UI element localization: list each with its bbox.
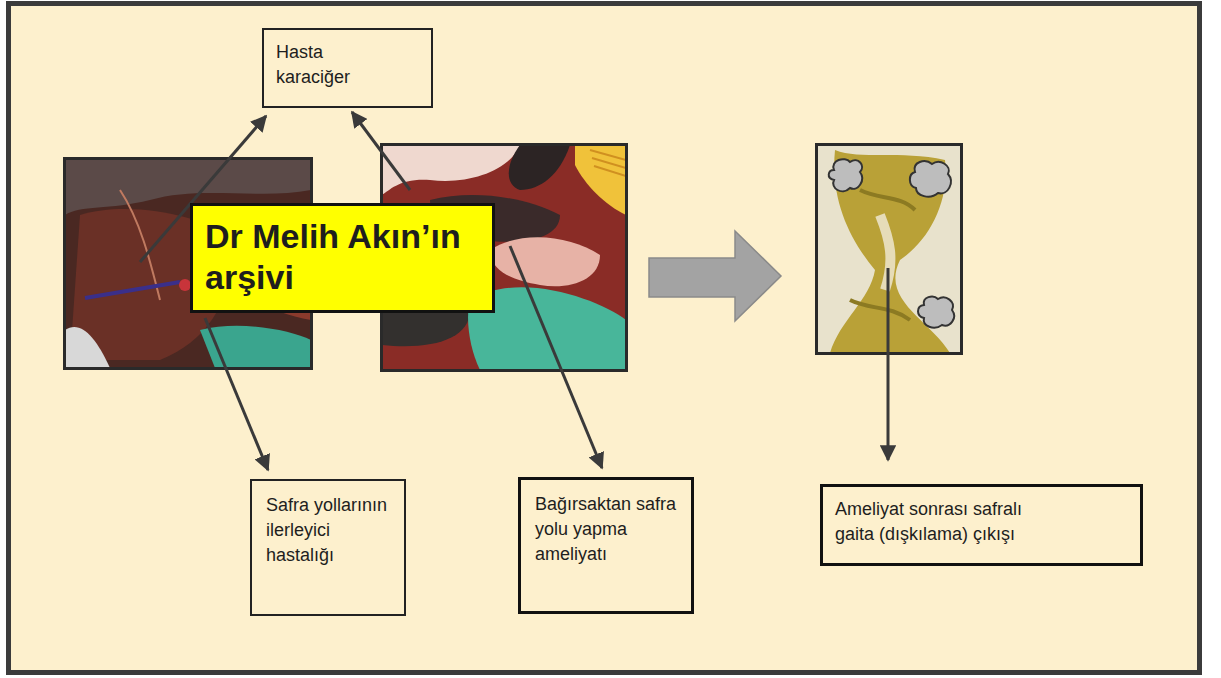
intestine	[490, 237, 600, 286]
stool-texture	[850, 190, 915, 320]
instrument	[65, 327, 110, 368]
leader-arrow	[352, 112, 410, 190]
retractor	[575, 145, 626, 215]
gauze	[382, 145, 520, 195]
suture	[85, 282, 180, 298]
process-arrow	[649, 231, 781, 321]
leader-arrow	[205, 318, 268, 470]
watermark-text: Dr Melih Akın’ın arşivi	[205, 216, 480, 298]
label-box: Hasta karaciğer	[262, 28, 433, 108]
privacy-blob	[910, 161, 951, 196]
label-text: Hasta karaciğer	[276, 40, 386, 90]
label-text: Ameliyat sonrası safralı gaita (dışkılam…	[835, 497, 1060, 547]
watermark-box: Dr Melih Akın’ın arşivi	[190, 203, 495, 313]
leader-arrow	[510, 246, 602, 468]
retractor-stripes	[590, 150, 626, 176]
label-text: Bağırsaktan safra yolu yapma ameliyatı	[535, 492, 681, 566]
tissue	[509, 145, 570, 190]
privacy-blob	[918, 297, 954, 328]
label-box: Ameliyat sonrası safralı gaita (dışkılam…	[820, 484, 1143, 566]
label-box: Bağırsaktan safra yolu yapma ameliyatı	[518, 477, 694, 614]
privacy-blob	[829, 159, 862, 191]
label-text: Safra yollarının ilerleyici hastalığı	[266, 493, 392, 567]
leader-arrow	[887, 268, 890, 460]
label-box: Safra yollarının ilerleyici hastalığı	[250, 479, 406, 616]
